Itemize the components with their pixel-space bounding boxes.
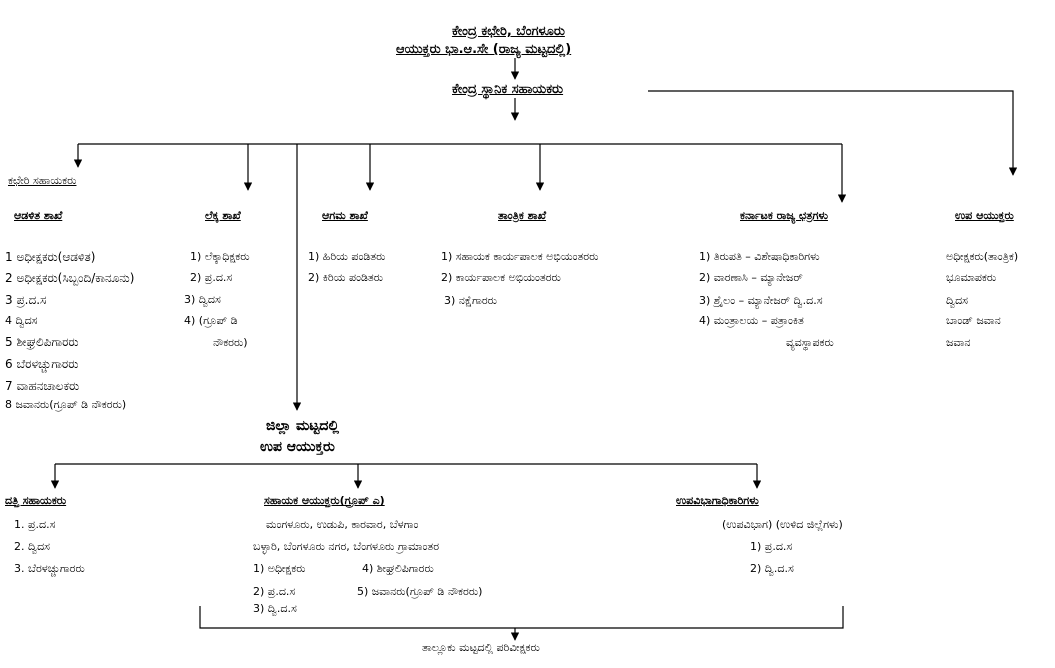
subdivision-note: (ಉಪವಿಭಾಗ) (ಉಳಿದ ಜಿಲ್ಲೆಗಳು) [722,518,843,531]
deputy-item: ಬಾಂಡ್ ಜವಾನ [946,314,1001,327]
admin-item: 8 ಜವಾನರು(ಗ್ರೂಪ್ ಡಿ ನೌಕರರು) [5,398,127,411]
asst-commissioner-item: 5) ಜವಾನರು(ಗ್ರೂಪ್ ಡಿ ನೌಕರರು) [357,585,483,598]
agama-section-heading: ಆಗಮ ಶಾಖೆ [322,209,368,222]
technical-item: 1) ಸಹಾಯಕ ಕಾರ್ಯಪಾಲಕ ಅಭಿಯಂತರರು [441,250,599,263]
deputy-item: ಜವಾನ [946,336,971,349]
deputy-item: ಅಧೀಕ್ಷಕರು(ತಾಂತ್ರಿಕ) [946,250,1019,263]
admin-item: 1 ಅಧೀಕ್ಷಕರು(ಆಡಳಿತ) [5,250,96,264]
asst-commissioner-item: 2) ಪ್ರ.ದ.ಸ [253,585,296,598]
subdivision-item: 2) ದ್ವಿ.ದ.ಸ [750,562,794,575]
asst-commissioner-places-1: ಮಂಗಳೂರು, ಉಡುಪಿ, ಕಾರವಾರ, ಬೆಳಗಾಂ [266,518,419,531]
agama-item: 1) ಹಿರಿಯ ಪಂಡಿತರು [308,250,386,263]
admin-item: 4 ದ್ವಿದಸ [5,314,38,327]
admin-section-heading: ಆಡಳಿತ ಶಾಖೆ [14,209,63,222]
asst-commissioner-heading: ಸಹಾಯಕ ಆಯುಕ್ತರು(ಗ್ರೂಪ್ ಎ) [264,494,385,507]
agama-item: 2) ಕಿರಿಯ ಪಂಡಿತರು [308,271,384,284]
admin-item: 3 ಪ್ರ.ದ.ಸ [5,293,47,307]
choultries-section-heading: ಕರ್ನಾಟಕ ರಾಜ್ಯ ಛತ್ರಗಳು [740,209,828,222]
bottom-bracket [199,606,844,629]
accounts-item: ನೌಕರರು) [213,336,248,349]
technical-section-heading: ತಾಂತ್ರಿಕ ಶಾಖೆ [498,209,547,222]
admin-item: 5 ಶೀಘ್ರಲಿಪಿಗಾರರು [5,335,79,349]
asst-commissioner-item: 1) ಅಧೀಕ್ಷಕರು [253,562,306,575]
asst-commissioner-item: 3) ದ್ವಿ.ದ.ಸ [253,602,297,615]
technical-item: 3) ನಕ್ಷೆಗಾರರು [444,294,497,307]
asst-commissioner-item: 4) ಶೀಘ್ರಲಿಪಿಗಾರರು [362,562,434,575]
admin-item: 7 ವಾಹನಚಾಲಕರು [5,379,80,393]
endowment-assistants-heading: ದತ್ತಿ ಸಹಾಯಕರು [5,494,67,507]
subdivision-item: 1) ಪ್ರ.ದ.ಸ [750,540,793,553]
choultries-item: ವ್ಯವಸ್ಥಾಪಕರು [786,336,834,349]
accounts-item: 3) ದ್ವಿದಸ [184,293,221,306]
endowment-item: 1. ಪ್ರ.ದ.ಸ [14,518,56,531]
accounts-section-heading: ಲೆಕ್ಕ ಶಾಖೆ [205,209,241,222]
taluk-inspectors-label: ತಾಲ್ಲೂಕು ಮಟ್ಟದಲ್ಲಿ ಪರಿವೀಕ್ಷಕರು [422,641,540,654]
admin-item: 2 ಅಧೀಕ್ಷಕರು(ಸಿಬ್ಬಂದಿ/ಕಾನೂನು) [5,271,135,285]
accounts-item: 2) ಪ್ರ.ದ.ಸ [190,271,233,284]
admin-item: 6 ಬೆರಳಚ್ಚುಗಾರರು [5,357,79,371]
district-deputy-commissioner-title: ಉಪ ಆಯುಕ್ತರು [260,439,335,455]
choultries-item: 3) ಶ್ರೈಲಂ – ಮ್ಯಾನೇಜರ್ ದ್ವಿ.ದ.ಸ [699,294,823,307]
subdivision-officers-heading: ಉಪವಿಭಾಗಾಧಿಕಾರಿಗಳು [676,494,759,507]
asst-commissioner-places-2: ಬಳ್ಳಾರಿ, ಬೆಂಗಳೂರು ನಗರ, ಬೆಂಗಳೂರು ಗ್ರಾಮಾಂತ… [253,540,440,553]
choultries-item: 2) ವಾರಣಾಸಿ – ಮ್ಯಾನೇಜರ್ [699,271,803,284]
choultries-item: 1) ತಿರುಪತಿ – ವಿಶೇಷಾಧಿಕಾರಿಗಳು [699,250,820,263]
endowment-item: 3. ಬೆರಳಚ್ಚುಗಾರರು [14,562,85,575]
accounts-item: 1) ಲೆಕ್ಕಾಧಿಕ್ಷಕರು [190,250,250,263]
head-office-title: ಕೇಂದ್ರ ಕಛೇರಿ, ಬೆಂಗಳೂರು [452,24,565,39]
technical-item: 2) ಕಾರ್ಯಪಾಲಕ ಅಭಿಯಂತರರು [441,271,561,284]
endowment-item: 2. ದ್ವಿದಸ [14,540,51,553]
commissioner-title: ಆಯುಕ್ತರು ಭಾ.ಆ.ಸೇ (ರಾಜ್ಯ ಮಟ್ಟದಲ್ಲಿ) [396,42,572,57]
deputy-item: ಭೂಮಾಪಕರು [946,271,997,284]
accounts-item: 4) (ಗ್ರೂಪ್ ಡಿ [184,314,238,327]
station-assistant-title: ಕೇಂದ್ರ ಸ್ಥಾನಿಕ ಸಹಾಯಕರು [452,82,564,97]
choultries-item: 4) ಮಂತ್ರಾಲಯ – ಪತ್ರಾಂಕಿತ [699,314,804,327]
deputy-commissioner-heading: ಉಪ ಆಯುಕ್ತರು [955,209,1014,222]
arrow-to-deputy-commissioner [648,90,1018,176]
deputy-item: ದ್ವಿದಸ [946,294,969,307]
district-level-title: ಜಿಲ್ಲಾ ಮಟ್ಟದಲ್ಲಿ [266,418,340,434]
office-assistants-heading: ಕಛೇರಿ ಸಹಾಯಕರು [8,174,77,187]
